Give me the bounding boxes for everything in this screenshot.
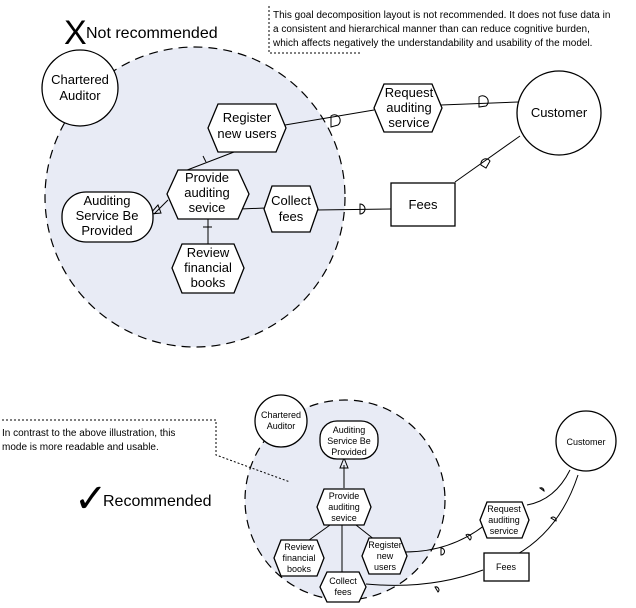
top-link-collect-fees	[315, 208, 392, 211]
bottom-link-register-request	[404, 524, 486, 553]
top-provide-line-3: sevice	[189, 200, 226, 215]
bottom-heading: Recommended	[103, 493, 212, 510]
top-dependency-marker	[359, 203, 366, 215]
top-heading: Not recommended	[86, 25, 218, 42]
top-review-line-1: Review	[187, 245, 230, 260]
bottom-note-line-2: mode is more readable and usable.	[2, 442, 159, 453]
top-heading-x-mark: X	[64, 14, 87, 52]
bottom-link-request-customer	[526, 469, 571, 506]
top-register-line-1: Register	[223, 110, 272, 125]
bottom-goal-line-1: Auditing	[333, 425, 366, 435]
top-note-line-1: This goal decomposition layout is not re…	[273, 10, 610, 21]
bottom-dependency-marker	[465, 533, 472, 541]
bottom-note: In contrast to the above illustration, t…	[2, 419, 291, 483]
bottom-customer-label: Customer	[566, 437, 605, 447]
bottom-review-financial-books-task[interactable]: Review financial books	[273, 539, 325, 577]
bottom-provide-auditing-service-task[interactable]: Provide auditing sevice	[316, 488, 372, 526]
bottom-fees-resource[interactable]: Fees	[483, 552, 530, 582]
top-means-end-arrow	[148, 204, 162, 215]
top-diagram: X Not recommended This goal decompositio…	[41, 6, 631, 348]
top-note: This goal decomposition layout is not re…	[268, 6, 631, 54]
bottom-register-line-3: users	[374, 562, 397, 572]
bottom-link-fees-customer	[515, 474, 579, 556]
bottom-chartered-auditor-line-2: Auditor	[267, 421, 296, 431]
bottom-dependency-marker	[434, 586, 440, 593]
top-note-line-2: a consistent and hierarchical manner tha…	[273, 24, 590, 35]
top-dependency-marker	[480, 158, 491, 169]
bottom-collect-fees-task[interactable]: Collect fees	[319, 571, 367, 603]
bottom-provide-line-3: sevice	[331, 513, 357, 523]
top-provide-auditing-service-task[interactable]: Provide auditing sevice	[166, 169, 250, 220]
top-link-provide-auditing	[153, 199, 169, 215]
top-customer-label: Customer	[531, 105, 588, 120]
bottom-collect-line-2: fees	[334, 587, 352, 597]
bottom-dependency-marker	[538, 487, 545, 492]
bottom-register-line-1: Register	[368, 540, 402, 550]
top-register-line-2: new users	[217, 126, 277, 141]
top-link-provide-register	[181, 151, 235, 173]
top-fees-label: Fees	[409, 197, 438, 212]
bottom-request-line-3: service	[490, 526, 519, 536]
bottom-auditing-service-goal[interactable]: Auditing Service Be Provided	[319, 420, 379, 460]
top-decomp-tick	[202, 155, 207, 163]
top-request-line-3: service	[388, 115, 429, 130]
bottom-note-line-1: In contrast to the above illustration, t…	[2, 428, 175, 439]
bottom-review-line-2: financial	[282, 553, 315, 563]
top-customer-actor[interactable]: Customer	[516, 70, 602, 156]
top-provide-line-2: auditing	[184, 185, 230, 200]
top-note-line-3: which affects negatively the understanda…	[272, 38, 592, 49]
bottom-goal-line-3: Provided	[331, 447, 367, 457]
bottom-diagram: In contrast to the above illustration, t…	[2, 394, 617, 603]
bottom-fees-label: Fees	[496, 562, 517, 572]
bottom-review-line-1: Review	[284, 542, 314, 552]
bottom-request-line-1: Request	[487, 504, 521, 514]
top-auditing-service-goal[interactable]: Auditing Service Be Provided	[61, 191, 154, 243]
bottom-chartered-auditor-actor[interactable]: Chartered Auditor	[254, 394, 308, 448]
bottom-means-end-arrow	[339, 456, 349, 469]
top-chartered-auditor-line-1: Chartered	[51, 72, 109, 87]
top-chartered-auditor-line-2: Auditor	[59, 88, 101, 103]
top-chartered-auditor-actor[interactable]: Chartered Auditor	[41, 49, 119, 127]
top-request-line-1: Request	[385, 85, 434, 100]
top-provide-line-1: Provide	[185, 170, 229, 185]
top-dependency-marker	[330, 114, 341, 128]
top-collect-line-2: fees	[279, 209, 304, 224]
bottom-goal-line-2: Service Be	[327, 436, 371, 446]
bottom-review-line-3: books	[287, 564, 312, 574]
bottom-provide-line-1: Provide	[329, 491, 360, 501]
bottom-link-collect-fees	[365, 569, 484, 586]
bottom-request-line-2: auditing	[488, 515, 520, 525]
top-goal-line-3: Provided	[81, 223, 132, 238]
bottom-collect-line-1: Collect	[329, 576, 357, 586]
top-goal-line-2: Service Be	[76, 208, 139, 223]
top-review-financial-books-task[interactable]: Review financial books	[171, 243, 245, 294]
bottom-customer-actor[interactable]: Customer	[555, 410, 617, 472]
bottom-provide-line-2: auditing	[328, 502, 360, 512]
top-goal-line-1: Auditing	[84, 193, 131, 208]
bottom-chartered-auditor-line-1: Chartered	[261, 410, 301, 420]
bottom-heading-check-mark: ✓	[74, 477, 108, 521]
top-request-auditing-service-task[interactable]: Request auditing service	[373, 83, 443, 133]
top-fees-resource[interactable]: Fees	[390, 182, 456, 227]
top-review-line-2: financial	[184, 260, 232, 275]
bottom-dependency-marker	[550, 516, 557, 522]
bottom-request-auditing-service-task[interactable]: Request auditing service	[479, 501, 530, 539]
top-collect-line-1: Collect	[271, 193, 311, 208]
bottom-register-new-users-task[interactable]: Register new users	[361, 537, 408, 575]
bottom-register-line-2: new	[377, 551, 394, 561]
top-register-new-users-task[interactable]: Register new users	[207, 103, 287, 153]
top-review-line-3: books	[191, 275, 226, 290]
top-collect-fees-task[interactable]: Collect fees	[263, 185, 319, 233]
top-link-register-request	[284, 109, 375, 126]
top-request-line-2: auditing	[386, 100, 432, 115]
top-dependency-marker	[478, 95, 489, 108]
bottom-dependency-marker	[440, 547, 445, 556]
